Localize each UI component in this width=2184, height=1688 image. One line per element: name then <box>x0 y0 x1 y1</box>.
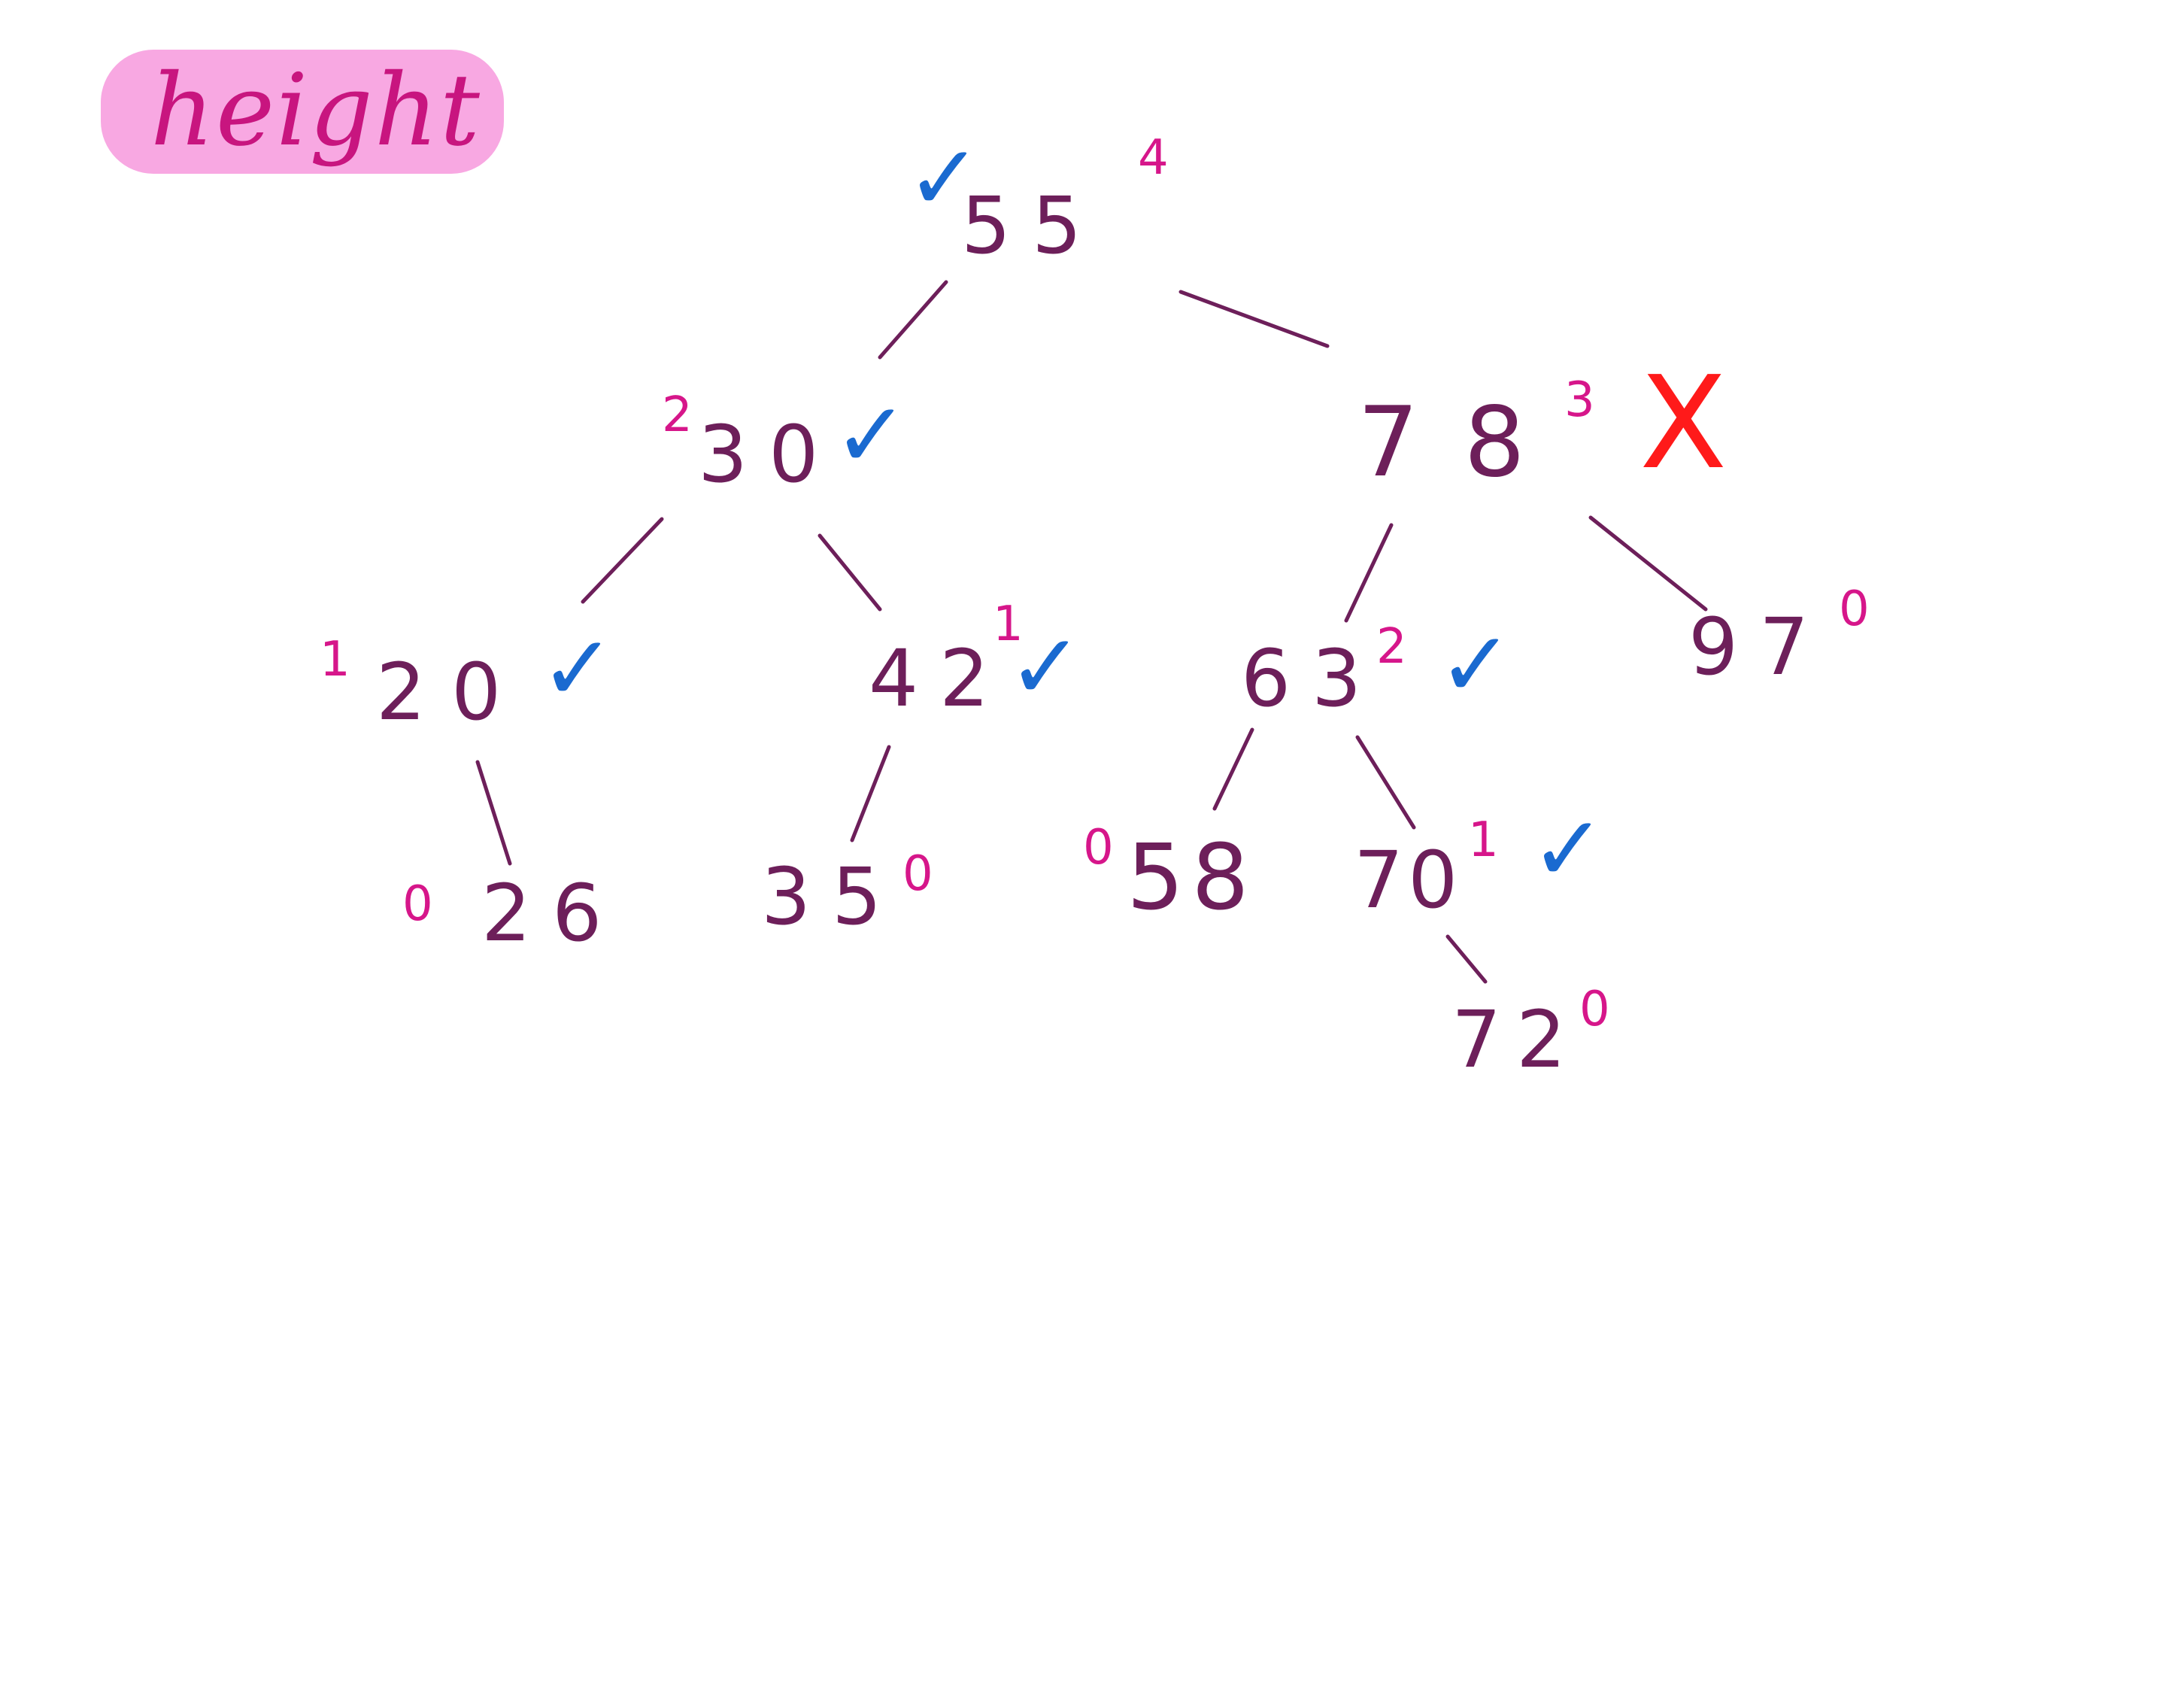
check-mark-42: ✓ <box>1008 615 1084 720</box>
edge-55-30 <box>878 280 948 360</box>
height-label-78: 3 <box>1564 372 1595 428</box>
height-label-30: 2 <box>662 387 693 443</box>
height-label-35: 0 <box>902 846 933 902</box>
height-label-97: 0 <box>1839 581 1870 637</box>
node-70: 70 <box>1354 834 1463 926</box>
height-label-58: 0 <box>1083 820 1114 876</box>
height-label-70: 1 <box>1468 812 1499 868</box>
node-26: 26 <box>481 867 623 959</box>
edge-55-78 <box>1178 290 1330 348</box>
height-label-55: 4 <box>1138 130 1169 186</box>
node-78: 78 <box>1357 387 1570 499</box>
node-63: 63 <box>1241 633 1383 724</box>
height-label-63: 2 <box>1376 619 1407 675</box>
edge-78-97 <box>1588 515 1708 612</box>
node-42: 42 <box>869 633 1011 724</box>
node-55: 55 <box>961 180 1103 272</box>
height-label-26: 0 <box>402 876 433 932</box>
height-label-42: 1 <box>993 597 1024 652</box>
diagram-title: height <box>150 53 481 168</box>
edge-70-72 <box>1445 934 1488 984</box>
node-35: 35 <box>761 851 903 943</box>
check-mark-55: ✓ <box>906 126 982 231</box>
cross-mark-78: X <box>1640 349 1727 498</box>
edge-20-26 <box>475 760 512 866</box>
node-30: 30 <box>698 408 840 500</box>
height-label-72: 0 <box>1579 982 1610 1037</box>
title-highlight <box>101 50 504 174</box>
node-58: 58 <box>1127 826 1257 931</box>
node-20: 20 <box>376 646 527 738</box>
check-mark-30: ✓ <box>833 384 909 488</box>
edge-42-35 <box>850 745 891 842</box>
edge-78-63 <box>1344 523 1394 623</box>
check-mark-70: ✓ <box>1530 797 1606 902</box>
check-mark-63: ✓ <box>1438 613 1514 718</box>
edge-63-58 <box>1212 727 1254 811</box>
check-mark-20: ✓ <box>540 617 616 721</box>
node-97: 97 <box>1688 601 1831 693</box>
edge-63-70 <box>1355 735 1416 830</box>
edge-30-20 <box>581 517 664 604</box>
node-72: 72 <box>1451 994 1582 1085</box>
height-label-20: 1 <box>320 632 350 688</box>
edge-30-42 <box>817 533 882 612</box>
